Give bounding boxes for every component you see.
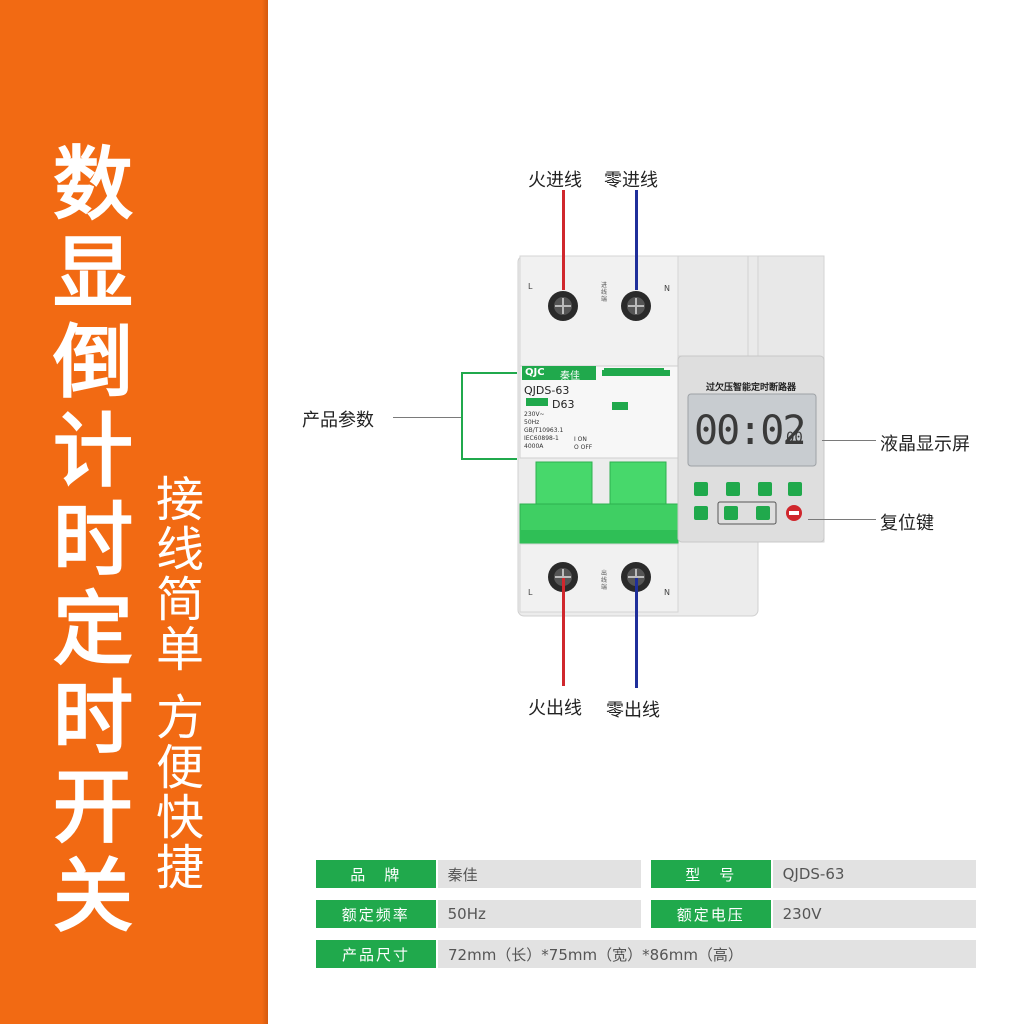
spec-table: 品 牌 秦佳 型 号 QJDS-63 额定频率 50Hz 额定电压 230V 产… [316,860,976,980]
wire-live-in [562,190,565,290]
table-header-cell: 额定频率 [316,900,436,928]
panel-title: 过欠压智能定时断路器 [705,383,796,393]
brand-logo: QJC [525,367,545,378]
label-neutral-in: 零进线 [604,170,658,191]
headline-vertical: 数 显 倒 计 时 定 时 开 关 [48,140,138,941]
table-value-cell: 72mm（长）*75mm（宽）*86mm（高） [438,940,976,968]
breaker-illustration [517,255,825,617]
wire-neutral-out [635,578,638,688]
headline-char: 时 [53,672,133,765]
table-value-cell: QJDS-63 [772,860,976,888]
in-terminal-tag: 进线端 [601,282,608,303]
device-rating: D63 [552,398,575,411]
terminal-n-bottom: N [664,588,670,597]
lcd-time: 00:02 [694,408,806,454]
table-header-cell: 产品尺寸 [316,940,436,968]
headline-char: 数 [53,138,133,231]
banner-shadow [262,0,268,1024]
label-neutral-out: 零出线 [606,700,660,721]
callout-params-line [393,417,461,418]
callout-lcd-line [822,440,876,441]
label-live-out: 火出线 [528,698,582,719]
subline-char: 方 [155,690,204,746]
headline-char: 开 [53,761,133,854]
table-value-cell: 50Hz [437,900,641,928]
subline-char: 接 [155,472,204,528]
headline-char: 显 [53,227,133,320]
spec-line: 230V~ [524,411,545,418]
terminal-l-top: L [528,282,533,291]
spec-line: GB/T10963.1 [524,427,564,434]
table-row: 品 牌 秦佳 型 号 QJDS-63 [316,860,976,888]
headline-char: 时 [53,494,133,587]
label-live-in: 火进线 [528,170,582,191]
callout-params-bracket [461,372,517,460]
table-header-cell: 型 号 [651,860,771,888]
callout-reset-line [808,519,876,520]
subline-char: 简 [155,572,204,628]
table-row: 产品尺寸 72mm（长）*75mm（宽）*86mm（高） [316,940,976,968]
subline-char: 捷 [155,840,204,896]
subline-vertical: 接 线 简 单 方 便 快 捷 [150,475,210,893]
subline-char: 单 [155,622,204,678]
subline-char: 快 [155,790,204,846]
device-specs: 230V~ 50Hz GB/T10963.1 IEC60898-1 4000A [524,411,563,451]
headline-char: 计 [53,405,133,498]
headline-char: 倒 [53,316,133,409]
lcd-seconds: 00 [786,430,803,446]
on-off-marks: I ON O OFF [574,436,592,452]
spec-line: IEC60898-1 [524,435,559,442]
headline-char: 定 [53,583,133,676]
table-value-cell: 230V [772,900,976,928]
label-params: 产品参数 [302,410,374,431]
headline-char: 关 [53,850,133,943]
out-terminal-tag: 出线端 [601,570,608,591]
terminal-l-bottom: L [528,588,533,597]
device-model: QJDS-63 [524,384,570,397]
label-lcd: 液晶显示屏 [880,434,970,455]
table-value-cell: 秦佳 [437,860,641,888]
table-header-cell: 额定电压 [651,900,771,928]
table-row: 额定频率 50Hz 额定电压 230V [316,900,976,928]
subline-char: 线 [155,522,204,578]
wire-live-out [562,578,565,686]
spec-line: 50Hz [524,419,540,426]
spec-line: 4000A [524,443,544,450]
label-reset: 复位键 [880,513,934,534]
off-mark: O OFF [574,444,593,451]
left-banner: 数 显 倒 计 时 定 时 开 关 接 线 简 单 方 便 快 捷 [0,0,268,1024]
on-mark: I ON [574,436,587,443]
terminal-n-top: N [664,284,670,293]
brand-cn: 秦佳 [560,371,580,382]
table-header-cell: 品 牌 [316,860,436,888]
wire-neutral-in [635,190,638,290]
subline-char: 便 [155,740,204,796]
